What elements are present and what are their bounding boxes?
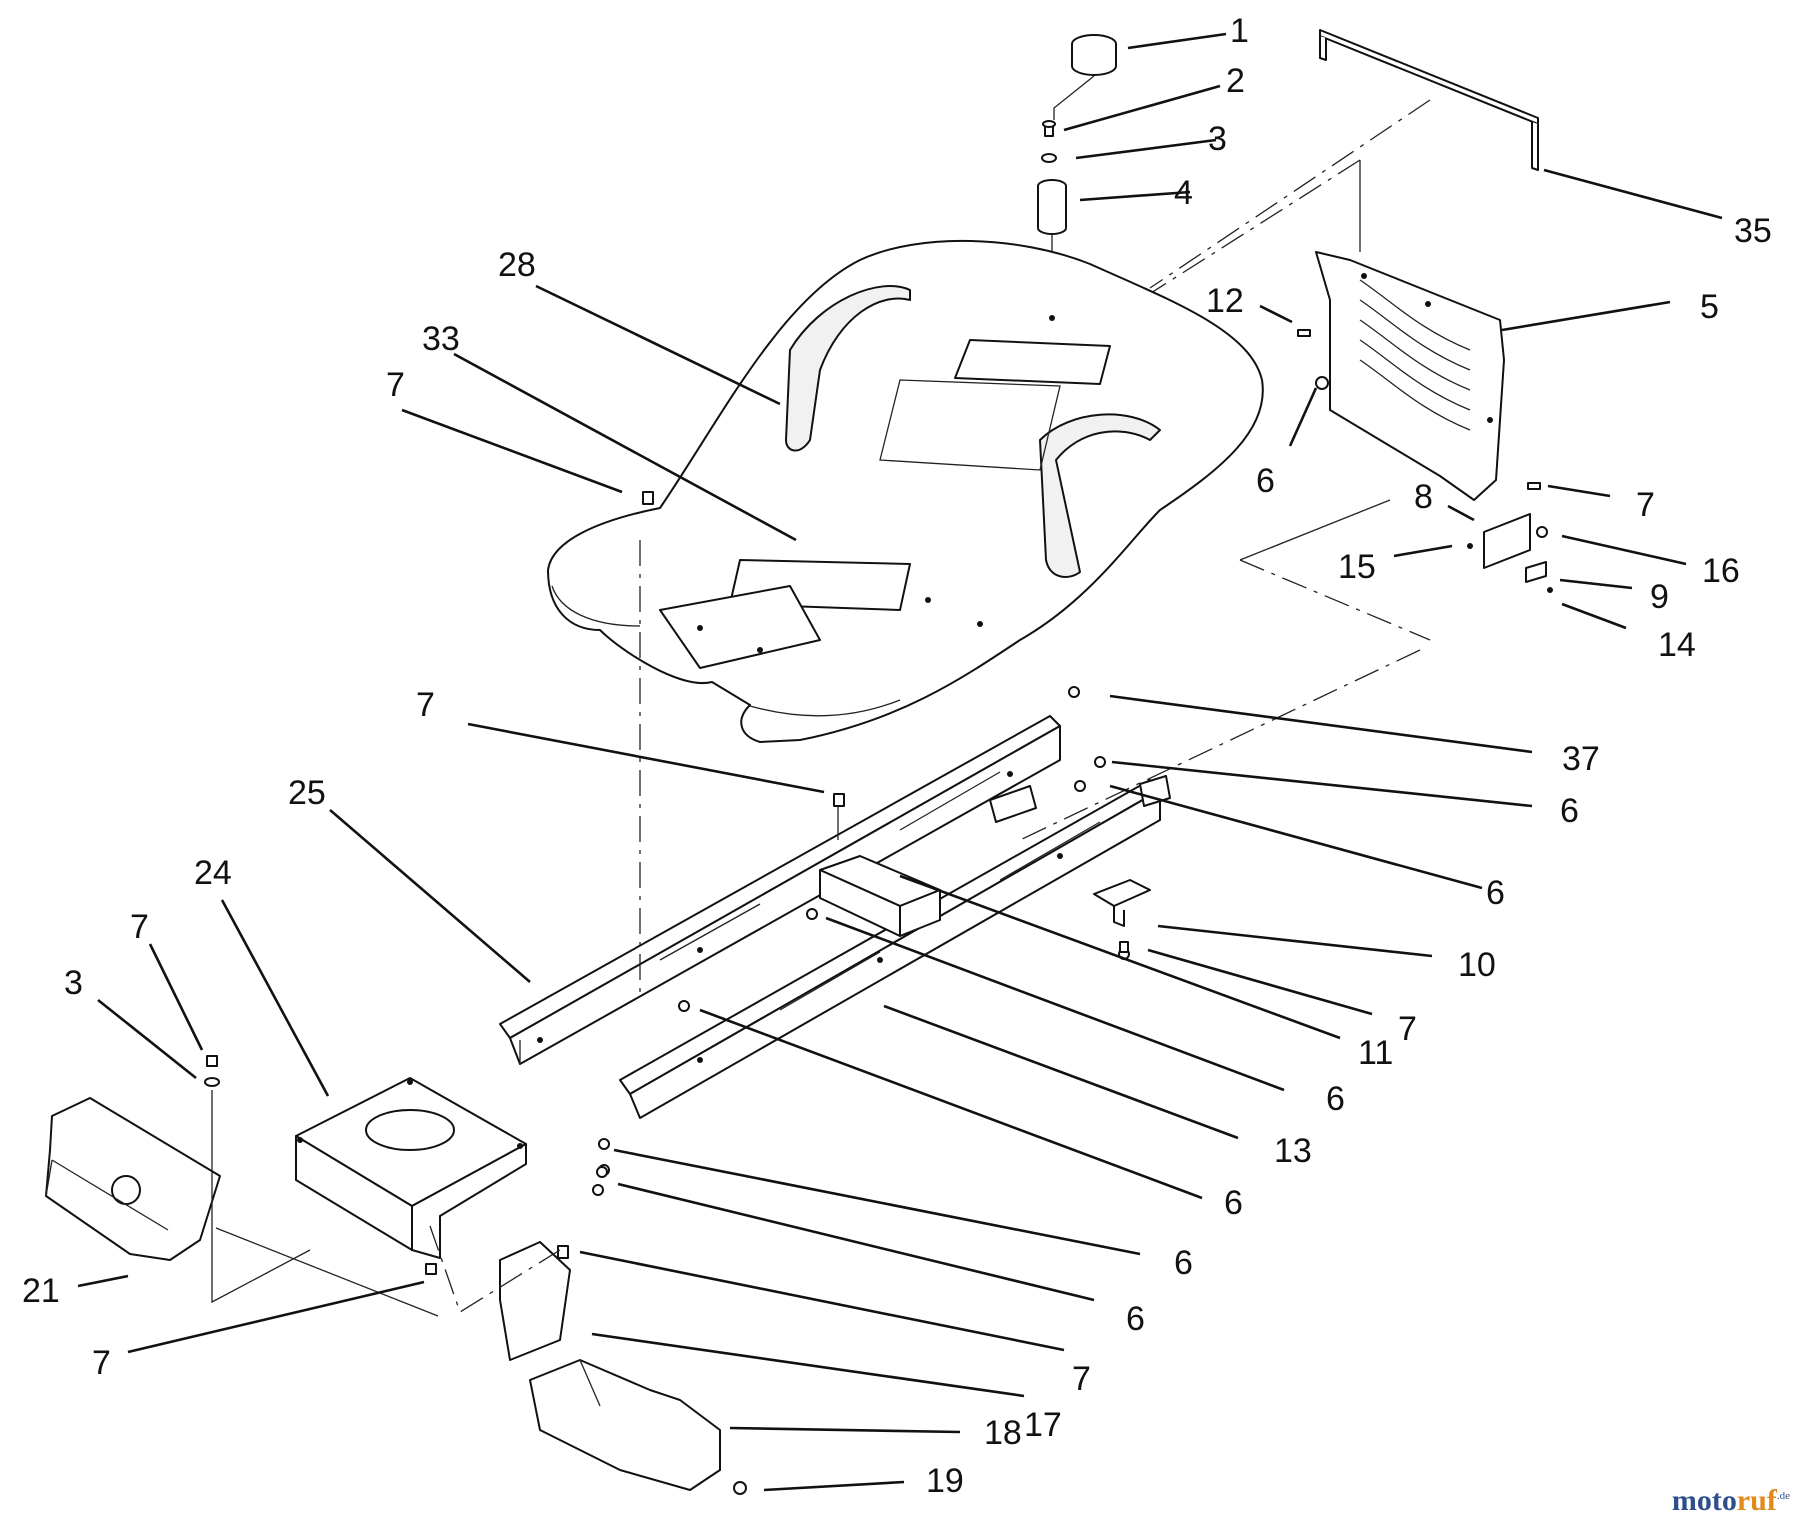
callout-7-front-bottom: 7: [92, 1344, 111, 1382]
callout-labels: 1 2 3 4 35 5 12 6 7 8 15 16 9 14 28 33 7…: [22, 12, 1772, 1500]
small-bracket-part: [1093, 879, 1151, 927]
callout-6-frame-e: 6: [1174, 1244, 1193, 1282]
watermark-part-c: .de: [1776, 1490, 1790, 1502]
fender-seat-pan-part: [547, 239, 1264, 743]
front-plate-part: [295, 1077, 527, 1259]
callout-21: 21: [22, 1272, 60, 1310]
callout-25: 25: [288, 774, 326, 812]
callout-6-frame-f: 6: [1126, 1300, 1145, 1338]
callout-24: 24: [194, 854, 232, 892]
callout-7-front-left: 7: [130, 908, 149, 946]
callout-6-frame-d: 6: [1224, 1184, 1243, 1222]
callout-10: 10: [1458, 946, 1496, 984]
callout-37: 37: [1562, 740, 1600, 778]
callout-7-shield: 7: [1072, 1360, 1091, 1398]
callout-15: 15: [1338, 548, 1376, 586]
front-plate-bolts-part: [204, 1055, 437, 1275]
seat-knob-part: [1071, 34, 1117, 76]
callout-7-seat: 7: [386, 366, 405, 404]
deflector-shield-part: [529, 1359, 721, 1491]
callout-7-frame-top: 7: [416, 686, 435, 724]
callout-9: 9: [1650, 578, 1669, 616]
callout-11: 11: [1358, 1034, 1393, 1072]
callout-3-front: 3: [64, 964, 83, 1002]
callout-1: 1: [1230, 12, 1249, 50]
switch-bracket-part: [1467, 513, 1553, 593]
watermark-part-b: ruf: [1736, 1484, 1777, 1517]
rear-channel-bracket-part: [1319, 29, 1539, 171]
knob-screw-part: [1042, 120, 1056, 137]
leader-lines: [77, 32, 1723, 1492]
callout-7-bracket: 7: [1398, 1010, 1417, 1048]
callout-6-side-panel: 6: [1256, 462, 1275, 500]
rear-mount-part: [1139, 775, 1171, 807]
callout-16: 16: [1702, 552, 1740, 590]
callout-18: 18: [984, 1414, 1022, 1452]
callout-8: 8: [1414, 478, 1433, 516]
spacer-tube-part: [1037, 179, 1067, 235]
callout-6-frame-a: 6: [1560, 792, 1579, 830]
callout-2: 2: [1226, 62, 1245, 100]
callout-4: 4: [1174, 174, 1193, 212]
rear-side-panel-part: [1315, 251, 1505, 501]
callout-6-frame-c: 6: [1326, 1080, 1345, 1118]
washer-part: [1041, 153, 1057, 163]
callout-35: 35: [1734, 212, 1772, 250]
callout-14: 14: [1658, 626, 1696, 664]
callout-33: 33: [422, 320, 460, 358]
front-bumper-bracket-part: [45, 1097, 221, 1261]
callout-28: 28: [498, 246, 536, 284]
lower-shield-part: [499, 1241, 571, 1361]
motoruf-watermark: motoruf.de: [1672, 1484, 1790, 1518]
callout-17: 17: [1024, 1406, 1062, 1444]
callout-5: 5: [1700, 288, 1719, 326]
bracket-mount-part: [989, 785, 1037, 823]
callout-12: 12: [1206, 282, 1244, 320]
callout-19: 19: [926, 1462, 964, 1500]
callout-13: 13: [1274, 1132, 1312, 1170]
callout-6-frame-b: 6: [1486, 874, 1505, 912]
side-panel-bolts-part: [1297, 329, 1541, 490]
right-frame-rail-part: [619, 779, 1161, 1119]
callout-3: 3: [1208, 120, 1227, 158]
cross-member-part: [819, 855, 941, 937]
callout-7-side-panel: 7: [1636, 486, 1655, 524]
watermark-part-a: moto: [1671, 1484, 1737, 1517]
